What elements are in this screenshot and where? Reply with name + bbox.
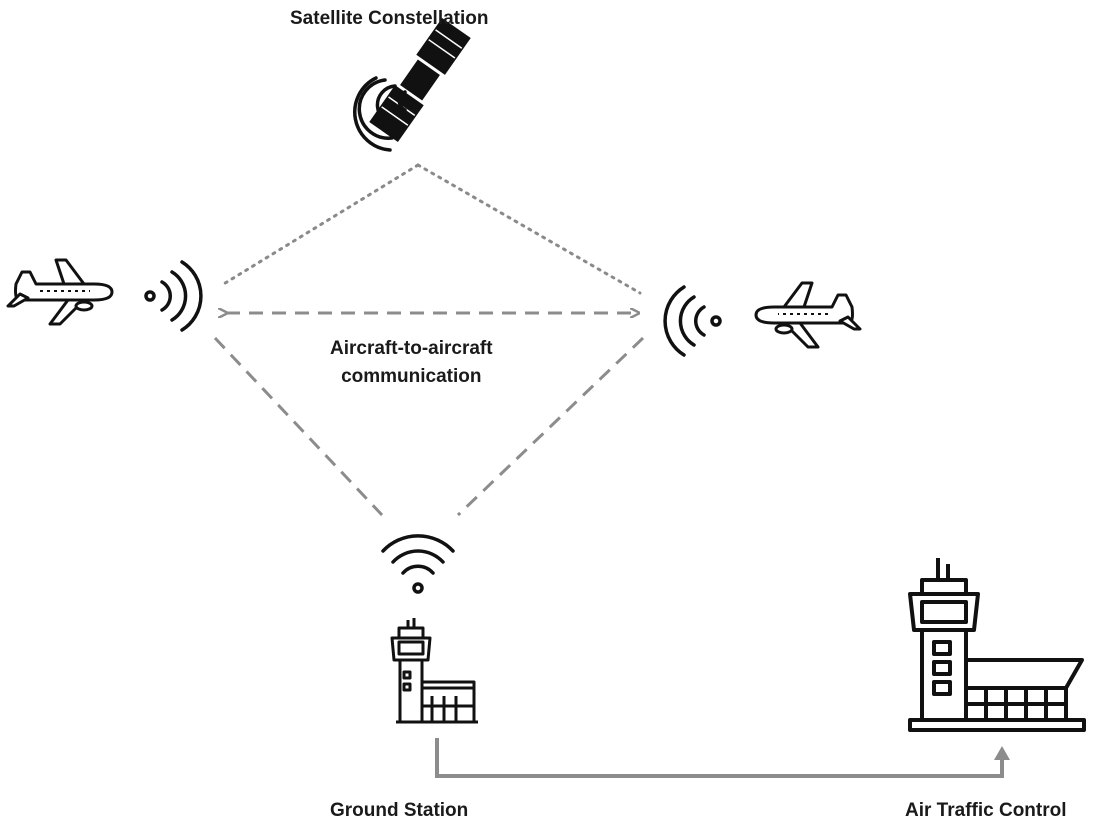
satellite-label: Satellite Constellation xyxy=(290,8,489,29)
aircraft-right-signal-icon xyxy=(663,285,722,357)
satellite-icon xyxy=(369,17,471,143)
aircraft-left-signal-icon xyxy=(144,260,203,332)
aircraft-to-aircraft-label-line2: communication xyxy=(341,366,482,387)
aircraft-right-icon xyxy=(754,281,862,349)
link-aircraft-left-ground xyxy=(213,336,384,517)
link-aircraft-right-ground xyxy=(456,336,645,517)
links xyxy=(213,163,1010,778)
satellite-signal-icon xyxy=(353,76,407,152)
ground-station-signal-icon xyxy=(381,534,455,594)
ground-station-tower-icon xyxy=(390,618,478,724)
arrowhead-atc xyxy=(994,746,1010,760)
air-traffic-control-label: Air Traffic Control xyxy=(905,800,1067,821)
ground-station-label: Ground Station xyxy=(330,800,469,821)
aircraft-to-aircraft-label-line1: Aircraft-to-aircraft xyxy=(330,338,493,359)
link-ground-to-atc xyxy=(435,738,1004,778)
link-satellite-aircraft-right xyxy=(416,163,642,295)
aircraft-to-aircraft-label: Aircraft-to-aircraft communication xyxy=(330,335,493,391)
link-satellite-aircraft-left xyxy=(220,163,420,287)
aircraft-left-icon xyxy=(6,258,114,326)
air-traffic-control-icon xyxy=(908,558,1086,732)
